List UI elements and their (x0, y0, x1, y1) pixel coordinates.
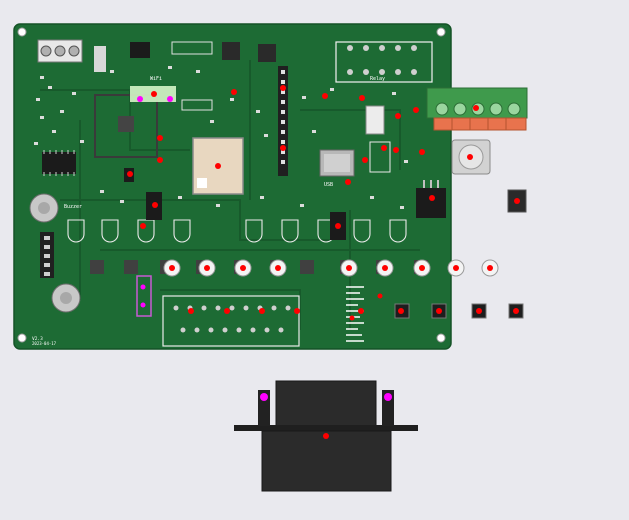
header-top[interactable] (171, 41, 213, 111)
ic-left-pins (43, 150, 75, 176)
footprint-outline (369, 141, 391, 173)
smd-components (34, 66, 408, 209)
mosfet[interactable] (416, 188, 446, 218)
pin-header-left[interactable] (40, 232, 54, 278)
power-connector[interactable] (37, 39, 83, 63)
buzzer[interactable]: Buzzer (29, 193, 82, 223)
motor-connector[interactable] (234, 380, 418, 492)
relay-outline[interactable]: Relay (335, 41, 433, 83)
bottom-connector-outline[interactable] (162, 295, 300, 347)
pin-header-center[interactable] (278, 66, 288, 176)
relay-terminal[interactable] (426, 87, 528, 131)
relay-label: Relay (370, 76, 385, 82)
regulator-1[interactable] (222, 42, 240, 60)
pcb-board[interactable]: Relay WiFi Buzzer (13, 23, 452, 350)
regulator-2[interactable] (258, 44, 276, 62)
crystal-top[interactable] (94, 46, 106, 72)
component-origin-markers (127, 85, 520, 439)
ic-left[interactable] (42, 152, 76, 174)
capacitor-box[interactable] (365, 105, 385, 135)
ic-top-left[interactable] (130, 42, 150, 58)
usb-connector[interactable]: USB (319, 149, 355, 188)
date-label: 2023-04-17 (32, 341, 57, 346)
version-label: V2.3 (32, 336, 43, 342)
jumper[interactable] (136, 275, 152, 317)
wifi-label: WiFi (150, 76, 162, 82)
pin1-markers (137, 96, 392, 401)
buzzer-label: Buzzer (64, 204, 82, 210)
potentiometer[interactable] (51, 283, 81, 313)
mounting-holes (17, 27, 446, 343)
usb-label: USB (324, 182, 333, 188)
